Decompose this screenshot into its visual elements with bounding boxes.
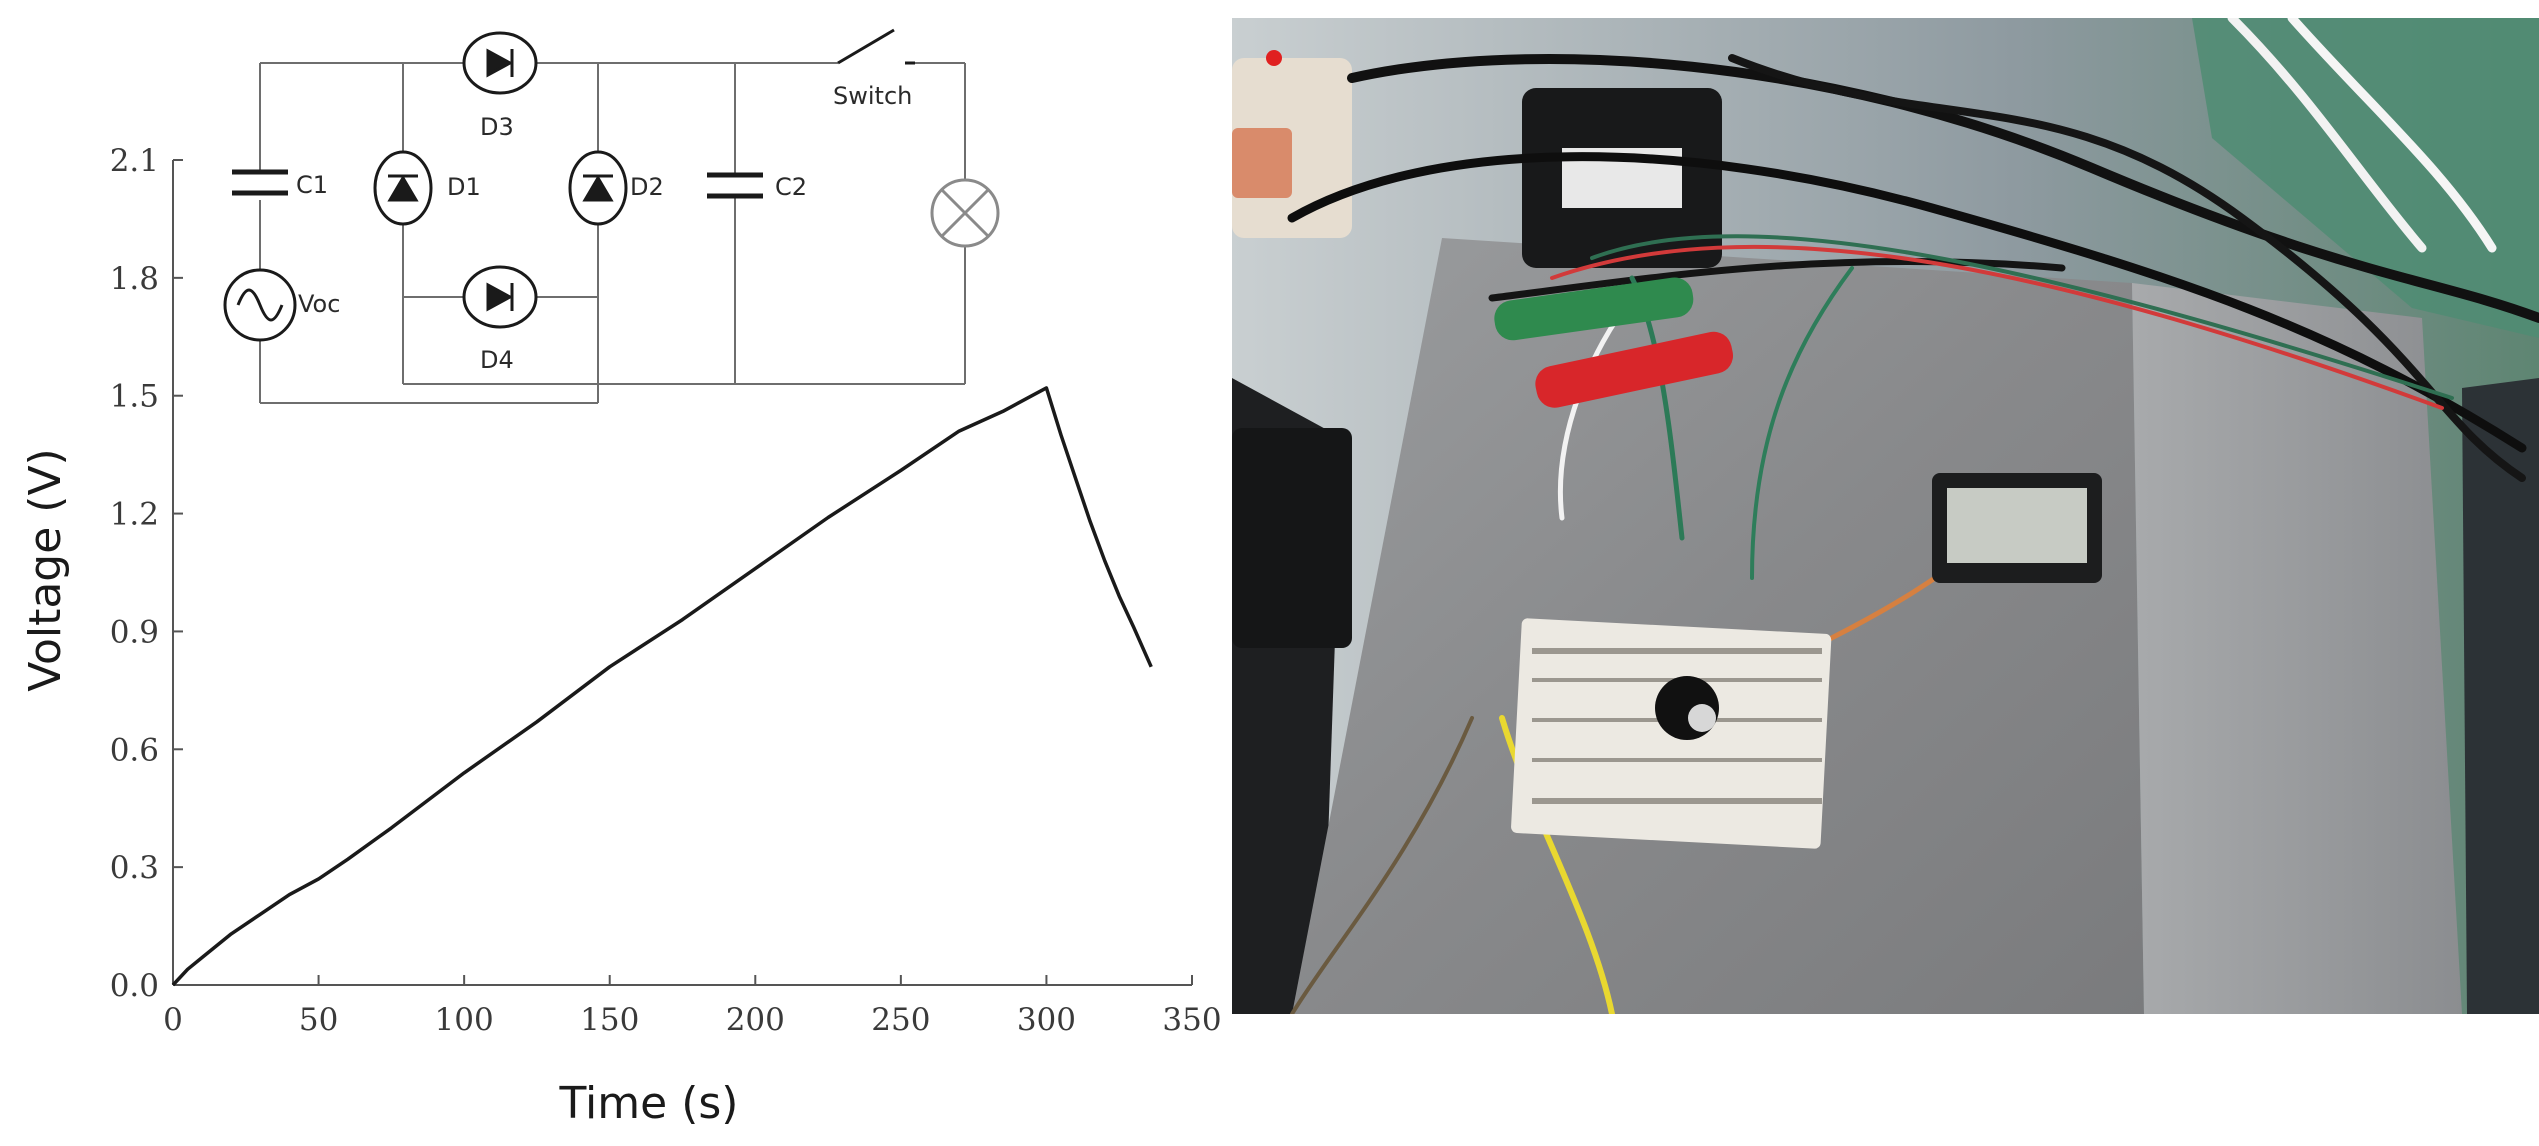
metal-tray xyxy=(2132,283,2462,1014)
red-clip xyxy=(1535,331,1734,408)
label-d1: D1 xyxy=(447,173,481,201)
label-d2: D2 xyxy=(630,173,664,201)
x-tick-label: 100 xyxy=(435,1002,494,1038)
label-voc: Voc xyxy=(298,290,340,318)
x-ticks: 0 50 100 150 200 250 300 350 xyxy=(163,975,1222,1038)
switch-icon xyxy=(837,28,915,65)
diode-d3-icon xyxy=(462,31,538,95)
thermometer-screen xyxy=(1947,488,2087,563)
capacitor-c2-icon xyxy=(707,172,763,199)
metal-plate xyxy=(1292,238,2144,1014)
x-tick-label: 50 xyxy=(299,1002,338,1038)
y-tick-label: 0.0 xyxy=(110,968,159,1004)
right-rail xyxy=(2462,378,2539,1014)
label-switch: Switch xyxy=(833,82,912,110)
x-tick-label: 300 xyxy=(1017,1002,1076,1038)
x-tick-label: 150 xyxy=(580,1002,639,1038)
x-axis-title: Time (s) xyxy=(559,1078,739,1129)
y-tick-label: 1.8 xyxy=(110,261,159,297)
x-tick-label: 350 xyxy=(1162,1002,1221,1038)
x-tick-label: 200 xyxy=(726,1002,785,1038)
series-layer xyxy=(171,386,1153,987)
y-tick-label: 0.9 xyxy=(110,614,159,650)
label-d3: D3 xyxy=(480,113,514,141)
label-c1: C1 xyxy=(296,171,328,199)
axes xyxy=(172,160,1192,986)
voltage-series-line xyxy=(171,386,1153,987)
y-ticks: 0.0 0.3 0.6 0.9 1.2 1.5 1.8 2.1 xyxy=(110,143,183,1004)
circuit-labels: C1 C2 D1 D2 D3 D4 Voc Switch xyxy=(296,82,912,374)
diode-d2-icon xyxy=(568,150,628,226)
breadboard-setup-photo xyxy=(1232,18,2539,1014)
label-c2: C2 xyxy=(775,173,807,201)
y-tick-label: 1.2 xyxy=(110,497,159,533)
capacitor-c1-icon xyxy=(232,169,288,196)
red-indicator xyxy=(1266,50,1282,66)
power-strip-socket xyxy=(1232,128,1292,198)
y-tick-label: 2.1 xyxy=(110,143,159,179)
y-tick-label: 0.6 xyxy=(110,732,159,768)
diode-d4-icon xyxy=(462,265,538,329)
circuit-diagram xyxy=(223,28,1000,404)
diode-d1-icon xyxy=(373,150,433,226)
y-tick-label: 0.3 xyxy=(110,850,159,886)
y-axis-title: Voltage (V) xyxy=(20,448,71,691)
green-clip xyxy=(1494,277,1694,341)
left-device xyxy=(1232,428,1352,648)
x-tick-label: 250 xyxy=(871,1002,930,1038)
y-tick-label: 1.5 xyxy=(110,379,159,415)
voltage-time-chart: 0.0 0.3 0.6 0.9 1.2 1.5 1.8 2.1 0 50 100 150 200 250… xyxy=(20,28,1222,1129)
label-d4: D4 xyxy=(480,346,514,374)
lamp-icon xyxy=(930,178,1000,248)
x-tick-label: 0 xyxy=(163,1002,183,1038)
ac-source-icon xyxy=(223,268,297,342)
